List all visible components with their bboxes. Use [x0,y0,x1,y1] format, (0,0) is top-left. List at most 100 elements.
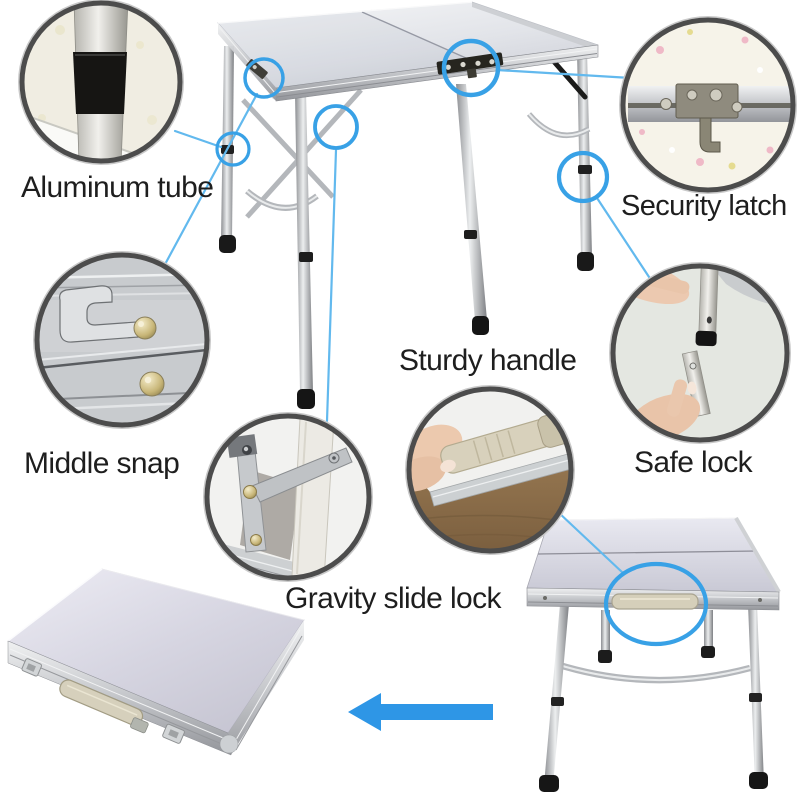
rail-ridge [218,26,276,94]
highlight-circle-brace-point [313,104,359,150]
band-ridge [9,648,229,741]
table-edge-highlight [548,517,737,521]
connector-sturdy-handle [556,510,625,575]
leg-cross-tube-highlight [528,113,590,137]
callout-gravity-slide-lock [203,411,373,582]
connector-lines [161,68,653,575]
table-edge-highlight [217,1,473,24]
highlight-circles [215,38,709,647]
callout-security-latch [618,16,797,194]
leg-foot [219,235,236,253]
leg-adjuster-collar [299,252,313,262]
highlight-circle-safe-lock-point [556,150,610,204]
label-aluminum-tube: Aluminum tube [21,171,214,204]
label-security-latch: Security latch [621,190,787,222]
highlight-circle-middle-snap-point [243,57,285,99]
label-safe-lock: Safe lock [634,446,753,479]
leg-adjuster-collar [551,697,564,706]
folded-table-corner-cap [219,734,239,754]
rail-ridge [276,48,598,93]
leg-foot [577,252,594,271]
callout-ring [34,252,210,428]
folded-table-edge-highlight [7,568,103,642]
table-leg [295,92,313,392]
front-rail-latch-bracket [436,52,504,79]
table-fold-seam [361,11,485,67]
connector-aluminum-tube [173,129,223,149]
rubber-grip-band [73,52,127,114]
upper-leg-tube [695,266,719,347]
base-panel [207,540,310,578]
rail-screw [758,598,762,602]
leg-foot [701,646,715,658]
latch-screw [709,88,723,102]
slide-lock-bar [251,447,353,503]
latch-screw [731,101,743,113]
table-fold-seam [537,550,758,555]
callout-aluminum-tube [18,0,184,165]
snap-rivet [133,316,157,340]
rail-screw [543,596,547,600]
leg-adjuster-collar [464,230,477,239]
left-arrow-icon [348,693,493,731]
table-leg [221,46,234,240]
leg-foot [297,389,315,409]
finger [666,379,688,417]
leg-foot [472,316,489,335]
callout-sturdy-handle [404,384,575,555]
case-latch [162,723,185,744]
aluminum-rail [429,451,571,507]
latch-hook [699,117,721,153]
callout-ring [620,17,796,193]
callout-ring [19,0,183,164]
callout-ring [204,413,372,581]
leg-adjuster-collar [578,165,592,174]
snap-rivet [139,371,165,397]
callout-ring [610,263,790,443]
low-table-photo [526,516,781,792]
connector-middle-snap [161,92,259,270]
leg-foot [749,772,768,789]
highlight-ellipse-handle-point [603,561,709,647]
connector-security-latch [495,68,633,80]
rear-leg-stub [704,610,713,652]
highlight-circle-security-latch-point [441,38,501,98]
leg-cross-tube-highlight [555,663,751,682]
carry-handle [59,679,149,734]
band-ridge [232,629,301,746]
band-ridge [235,635,303,751]
folded-table-edge-highlight [101,568,305,621]
highlight-circle-aluminum-tube-point [215,131,251,167]
connector-safe-lock [595,196,653,282]
table-right-edge-band [472,2,598,51]
folding-brace [241,98,335,199]
table-right-edge-band [734,516,781,594]
leg-foot [598,650,612,663]
latch-screw [660,98,672,110]
leg-adjuster-collar [749,693,762,702]
carry-handle [611,593,699,610]
label-sturdy-handle: Sturdy handle [399,344,577,377]
hand [409,456,446,492]
snap-hook-plate [59,285,153,343]
leg-foot [539,775,559,792]
latch-screw [686,89,698,101]
callout-safe-lock [608,261,791,444]
fingernail [440,459,456,473]
table-leg [456,84,487,321]
connector-gravity-slide-lock [325,148,338,423]
lock-pin-hole [689,362,697,370]
lock-screw [243,485,257,499]
folded-table-photo [7,568,305,756]
callout-middle-snap [33,251,211,429]
label-gravity-slide-lock: Gravity slide lock [285,582,502,615]
callout-ring [406,386,574,554]
rear-leg-stub [601,610,610,655]
lock-screw [250,534,262,546]
label-middle-snap: Middle snap [24,447,180,480]
case-latch [21,658,42,677]
fingernail [687,381,697,395]
rail-ridge [276,53,598,98]
